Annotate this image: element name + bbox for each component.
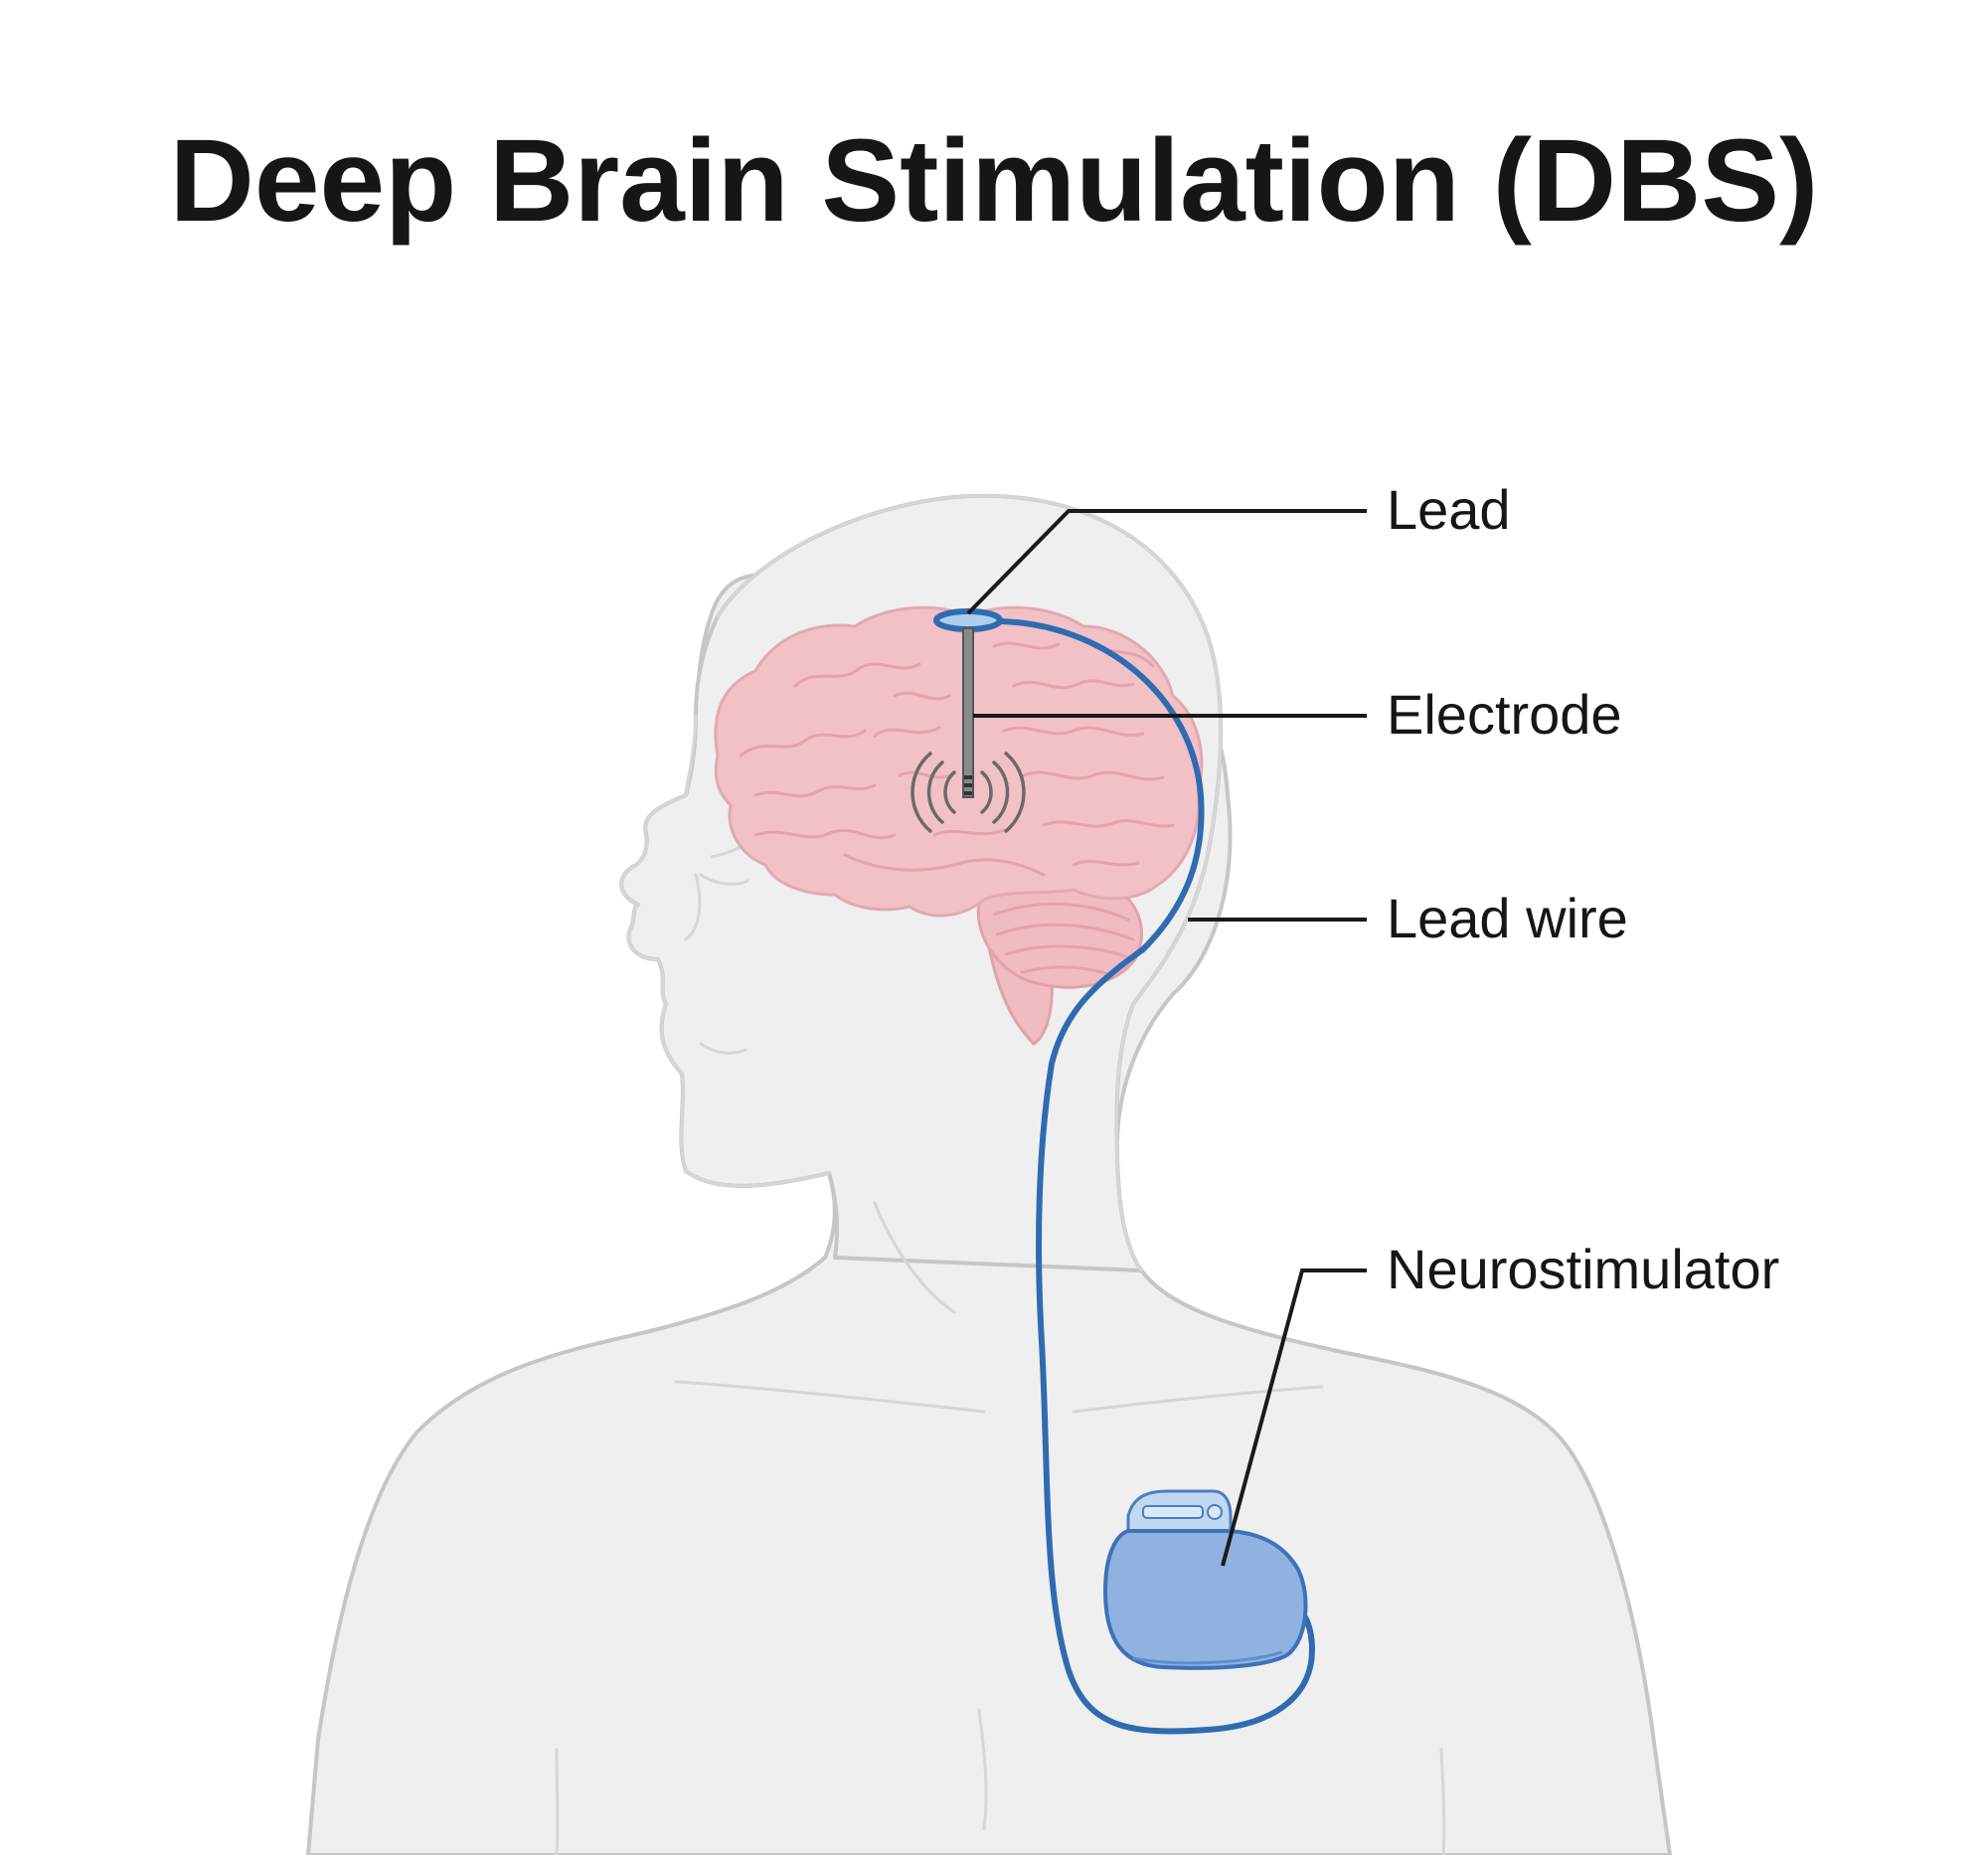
neurostimulator-leader-line <box>1221 1268 1367 1567</box>
lead-ring <box>933 608 1003 632</box>
diagram-title: Deep Brain Stimulation (DBS) <box>170 115 1819 247</box>
electrode <box>962 627 974 798</box>
label-electrode: Electrode <box>1387 683 1622 746</box>
stimulation-waves-icon <box>911 752 1026 833</box>
label-lead-wire: Lead wire <box>1387 887 1628 949</box>
label-lead: Lead <box>1387 478 1511 541</box>
label-neurostimulator: Neurostimulator <box>1387 1238 1779 1300</box>
lead-leader-line <box>966 509 1367 615</box>
lead-wire <box>991 618 1315 1735</box>
brain-illustration <box>714 605 1204 1046</box>
neurostimulator-device <box>1102 1489 1308 1670</box>
